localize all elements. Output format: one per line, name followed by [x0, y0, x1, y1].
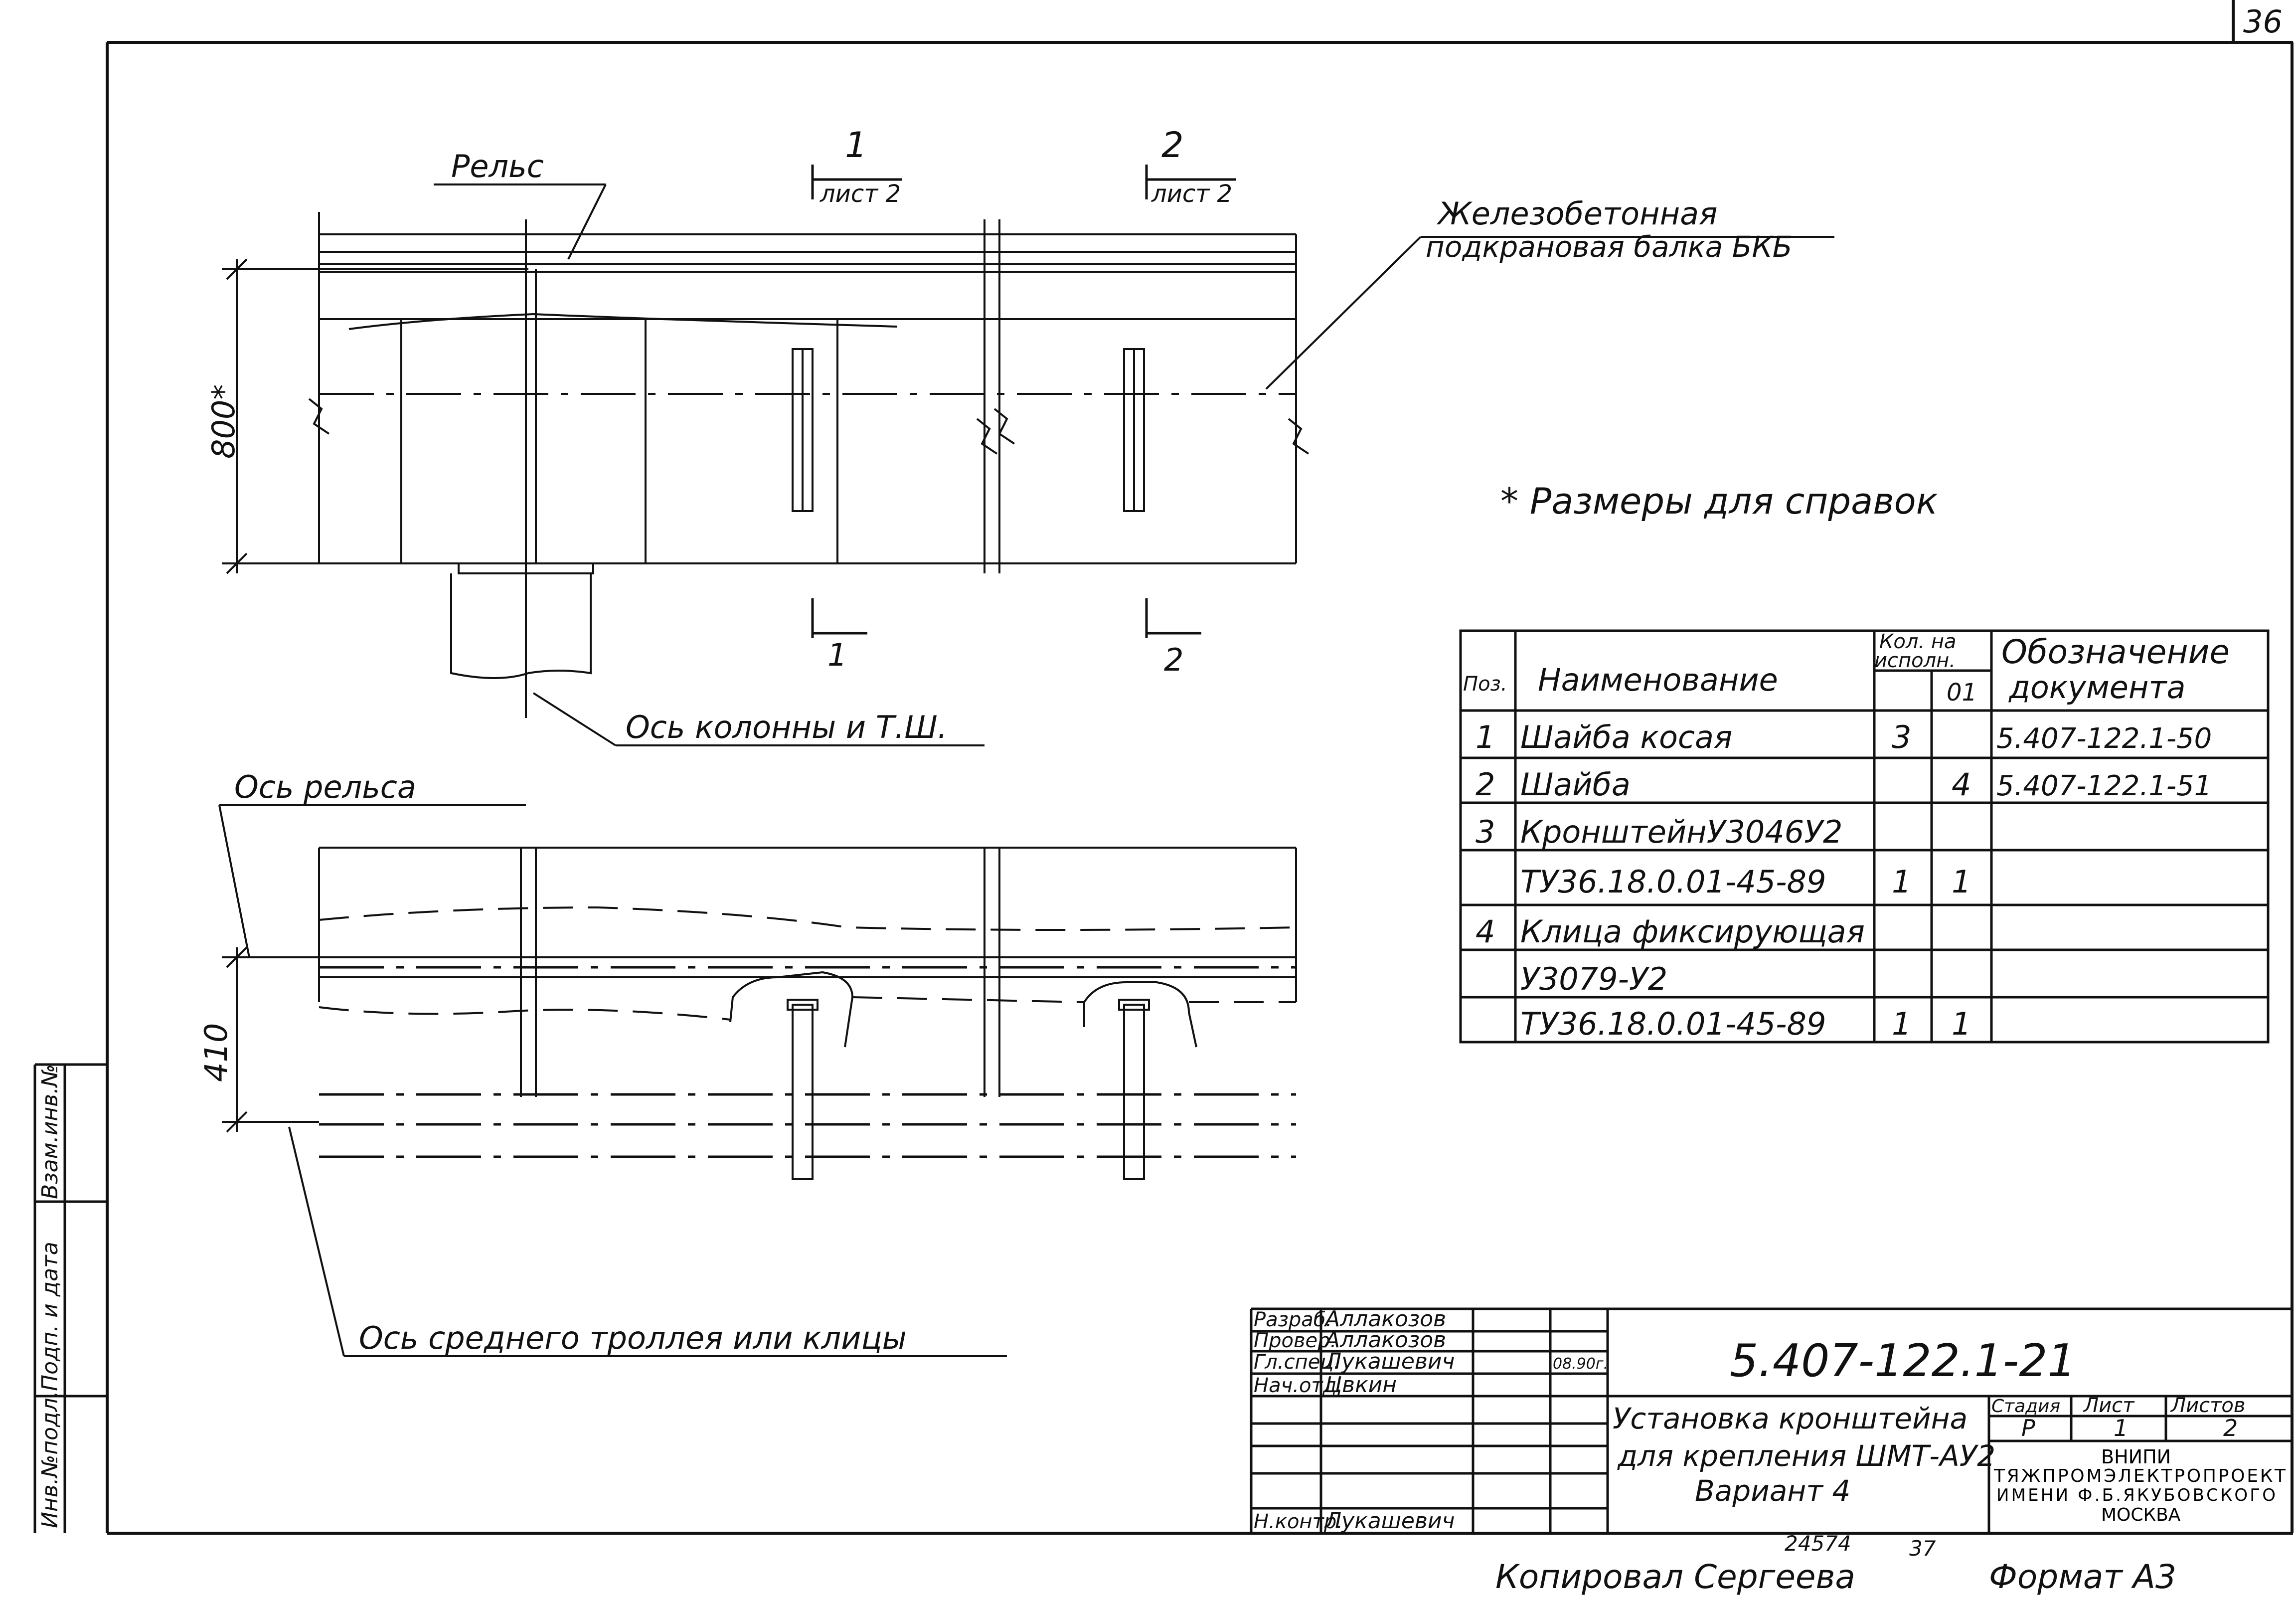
spec-header-name: Наименование: [1538, 662, 1778, 698]
org-line-3: ИМЕНИ Ф.Б.ЯКУБОВСКОГО: [1996, 1485, 2276, 1505]
org-line-1: ВНИПИ: [2101, 1446, 2171, 1468]
spec-row-qty-1: 3: [1892, 719, 1911, 755]
spec-row-qty-2: 1: [1952, 864, 1971, 900]
side-stamp: [33, 1063, 107, 1533]
section-1-num: 1: [845, 125, 867, 166]
dim-410-label: 410: [198, 1023, 234, 1082]
footer-num-2: 37: [1909, 1536, 1936, 1561]
spec-row-pos: 1: [1476, 719, 1495, 755]
sheets-value: 2: [2223, 1415, 2238, 1441]
spec-row-name: Клица фиксирующая: [1520, 913, 1865, 950]
rail-axis-leader: [218, 804, 526, 958]
break-marks: [308, 398, 1310, 455]
spec-table: [1459, 629, 2270, 1044]
section-marks-top: [811, 165, 1236, 199]
trolley-lines: [319, 966, 1296, 1158]
spec-header-doc-1: Обозначение: [2001, 633, 2230, 671]
rail-leader: [434, 183, 607, 260]
section-2-num: 2: [1161, 125, 1184, 166]
title-block-roles: Разраб.АллакозовПровер.АллакозовГл.спец.…: [1254, 1306, 1608, 1534]
spec-header-pos: Поз.: [1463, 673, 1507, 696]
spec-row-pos: 4: [1476, 913, 1495, 950]
trolley-axis-label: Ось среднего троллея или клицы: [359, 1320, 907, 1356]
column-axis-label: Ось колонны и Т.Ш.: [626, 709, 947, 745]
side-stamp-cell-2: Подп. и дата: [37, 1242, 63, 1391]
org-line-2: ТЯЖПРОМЭЛЕКТРОПРОЕКТ: [1993, 1466, 2286, 1486]
tb-name: Лукашевич: [1324, 1508, 1455, 1534]
copied-by: Копировал Сергеева: [1495, 1558, 1855, 1596]
format-label: Формат А3: [1989, 1558, 2176, 1596]
spec-row-qty-1: 1: [1892, 864, 1911, 900]
section-2-bottom-num: 2: [1164, 642, 1183, 678]
spec-row-qty-2: 1: [1952, 1006, 1971, 1042]
rail-label: Рельс: [451, 148, 544, 184]
tb-date: 08.90г.: [1553, 1355, 1608, 1373]
title-block: [1250, 1307, 2292, 1533]
spec-row-name: ТУ36.18.0.01-45-89: [1520, 1006, 1826, 1042]
stage-value: Р: [2021, 1415, 2035, 1441]
spec-row-name: Шайба: [1520, 766, 1631, 803]
dim-800: [222, 258, 528, 574]
spec-row-name: ТУ36.18.0.01-45-89: [1520, 864, 1826, 900]
beam-leader: [1265, 236, 1834, 390]
dim-800-label: 800*: [205, 384, 242, 459]
tb-role: Н.контр.: [1254, 1510, 1343, 1533]
sheet-number: 36: [2243, 3, 2283, 40]
sheet-label: Лист: [2083, 1394, 2135, 1417]
spec-row-qty-2: 4: [1952, 766, 1971, 803]
doc-code: 5.407-122.1-21: [1730, 1335, 2076, 1387]
side-stamp-cell-1: Взам.инв.№: [37, 1064, 63, 1199]
tb-role: Нач.отд.: [1254, 1374, 1343, 1397]
rail-axis-label: Ось рельса: [234, 769, 416, 805]
beam-plan: [222, 847, 1297, 1180]
spec-table-rows: 1 Шайба косая 3 5.407-122.1-50 2 Шайба 4 5.407-…: [1476, 719, 2212, 1042]
spec-row-name: КронштейнУ3046У2: [1520, 814, 1842, 850]
column-axis-leader: [532, 692, 984, 746]
spec-row-name: Шайба косая: [1520, 719, 1732, 755]
spec-row-name: У3079-У2: [1520, 961, 1667, 997]
spec-header-qty-1: Кол. на: [1879, 630, 1957, 653]
footer-num-1: 24574: [1785, 1531, 1851, 1556]
section-2-ref: лист 2: [1151, 180, 1232, 208]
beam-elevation: [318, 212, 1297, 718]
title-line-2: для крепления ШМТ-АУ2: [1617, 1439, 1995, 1473]
tb-name: Аллакозов: [1323, 1327, 1446, 1353]
tb-role: Разраб.: [1254, 1308, 1332, 1331]
title-line-1: Установка кронштейна: [1613, 1402, 1968, 1435]
drawing-frame: [106, 0, 2294, 1535]
org-line-4: МОСКВА: [2101, 1505, 2181, 1525]
tb-name: Лукашевич: [1324, 1349, 1455, 1374]
side-stamp-cell-3: Инв.№подл.: [37, 1391, 63, 1528]
trolley-axis-leader: [288, 1126, 1007, 1357]
section-1-bottom-num: 1: [827, 637, 847, 673]
beam-label-line-1: Железобетонная: [1436, 195, 1717, 232]
spec-header-doc-2: документа: [2008, 669, 2186, 706]
spec-row-doc: 5.407-122.1-51: [1996, 770, 2212, 802]
plan-dashed-lines: [319, 906, 1297, 1021]
spec-row-doc: 5.407-122.1-50: [1996, 722, 2212, 755]
title-line-3: Вариант 4: [1695, 1474, 1850, 1508]
tb-name: Цвкин: [1325, 1372, 1397, 1398]
tb-role: Гл.спец.: [1254, 1351, 1340, 1374]
reference-note: * Размеры для справок: [1500, 480, 1938, 522]
sheets-label: Листов: [2170, 1394, 2245, 1417]
section-marks-bottom: [811, 598, 1201, 638]
tb-name: Аллакозов: [1323, 1306, 1446, 1332]
tb-role: Провер.: [1254, 1329, 1336, 1352]
spec-row-pos: 2: [1476, 766, 1495, 803]
spec-header-qty-2: исполн.: [1874, 649, 1956, 672]
sheet-value: 1: [2114, 1415, 2128, 1441]
spec-header-qty-variant: 01: [1947, 679, 1977, 707]
spec-row-pos: 3: [1476, 814, 1495, 850]
section-1-ref: лист 2: [820, 180, 901, 208]
stage-label: Стадия: [1991, 1396, 2060, 1417]
beam-label-line-2: подкрановая балка БКБ: [1426, 230, 1793, 264]
spec-row-qty-1: 1: [1892, 1006, 1911, 1042]
